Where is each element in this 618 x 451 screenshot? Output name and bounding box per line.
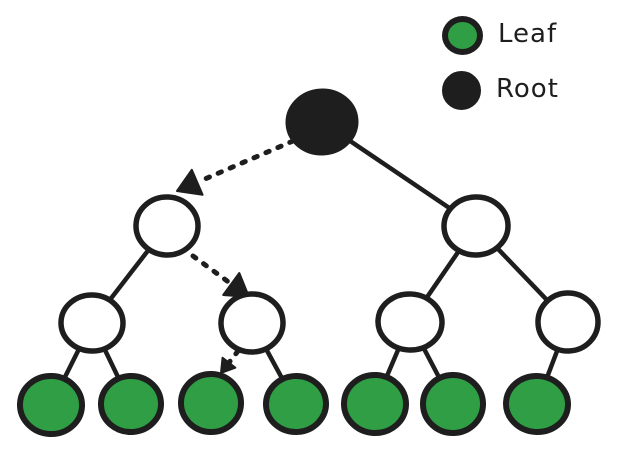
tree-node-leaf-4 [263,372,329,436]
dotted-arrow-line-2 [190,253,233,286]
arrowhead-icon-3 [220,356,237,374]
tree-node-leaf-7 [503,372,571,436]
legend-item-leaf: Leaf [442,16,559,55]
leaf-circle-icon [442,16,483,55]
tree-edge-n-ll-leaf-1 [62,348,81,380]
tree-node-n-r [441,194,511,258]
tree-edge-root-n-r [347,138,453,211]
tree-node-leaf-6 [420,371,486,437]
tree-edge-n-r-n-rr [495,246,550,303]
arrowhead-icon-1 [176,168,204,196]
tree-node-leaf-2 [98,372,164,436]
legend-item-root: Root [442,71,559,110]
root-circle-icon [442,71,481,110]
tree-node-leaf-5 [341,371,409,437]
tree-edge-n-l-n-ll [108,248,151,302]
legend-label-root: Root [496,73,559,104]
tree-edge-n-rl-leaf-6 [422,347,442,380]
tree-edge-n-r-n-rl [425,249,461,299]
tree-edge-n-rl-leaf-5 [384,348,401,378]
tree-node-n-l [133,194,201,258]
tree-node-n-lr [218,291,286,355]
tree-node-n-rl [375,291,445,353]
dotted-arrow-line-3 [226,348,241,365]
tree-node-leaf-3 [178,370,244,436]
legend: Leaf Root [442,16,559,110]
tree-node-n-ll [58,292,126,354]
tree-node-root [285,88,359,156]
legend-label-leaf: Leaf [498,18,558,49]
tree-node-leaf-1 [17,372,85,438]
dotted-arrow-line-1 [195,138,296,185]
tree-node-n-rr [535,290,601,354]
tree-edge-n-ll-leaf-2 [102,348,121,380]
tree-edge-n-rr-leaf-7 [545,348,560,378]
tree-edge-n-lr-leaf-4 [264,347,284,380]
